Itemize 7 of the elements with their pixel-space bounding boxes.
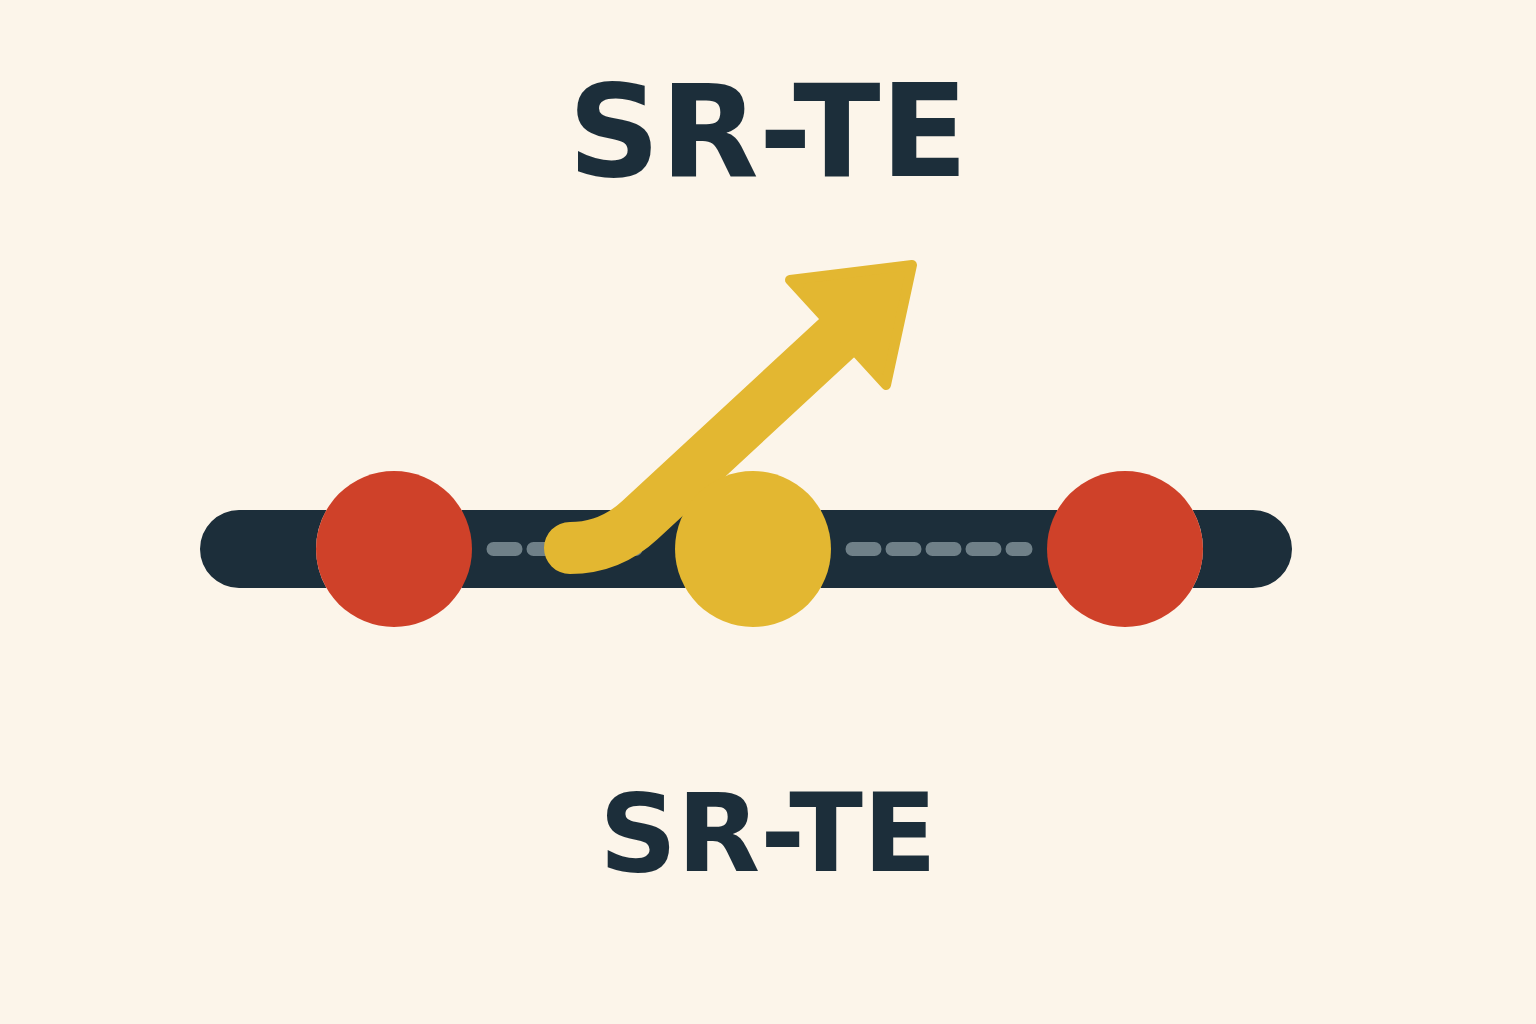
node-circle <box>675 471 831 627</box>
link-line <box>820 510 1058 588</box>
node-circle <box>316 471 472 627</box>
link-line <box>461 510 686 588</box>
node-circle <box>1047 471 1203 627</box>
title: SR-TE <box>568 68 968 196</box>
caption-text: SR-TE <box>599 780 937 888</box>
